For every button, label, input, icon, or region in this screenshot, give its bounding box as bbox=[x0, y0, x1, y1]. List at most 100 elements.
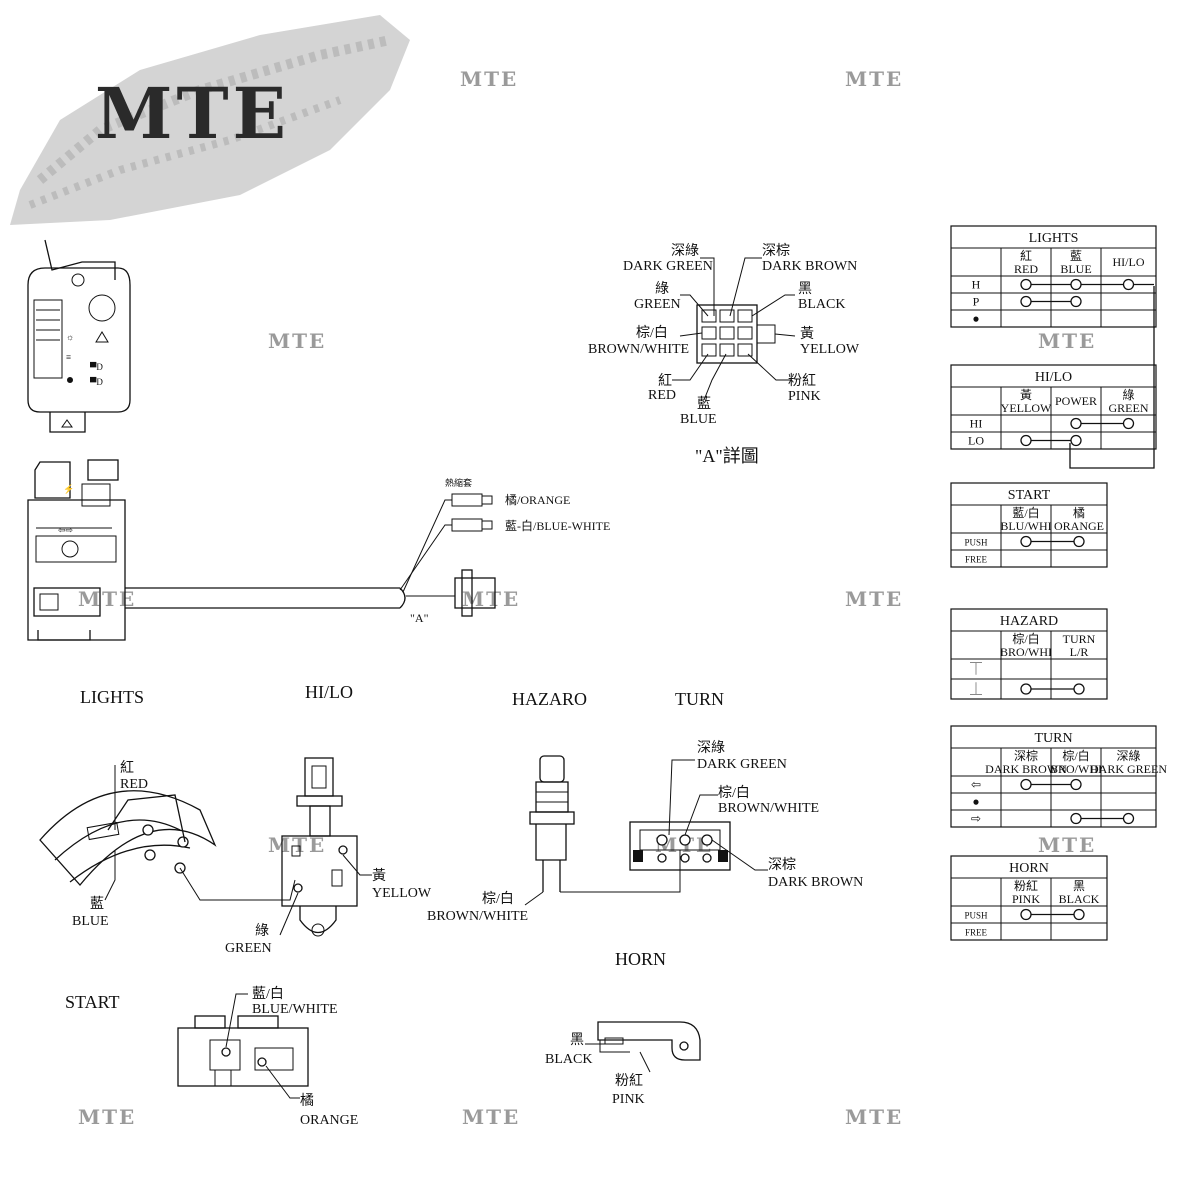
svg-text:≡: ≡ bbox=[66, 352, 71, 362]
table-row-label: ● bbox=[972, 312, 979, 326]
svg-text:☼: ☼ bbox=[66, 332, 74, 342]
horn-switch-part: 黑 BLACK 粉紅 PINK bbox=[545, 1021, 701, 1107]
table-col-header: PINK bbox=[1012, 892, 1040, 906]
hazard-switch-part: 棕/白 BROWN/WHITE bbox=[427, 755, 681, 924]
lights-red: RED bbox=[120, 777, 148, 792]
harness-blue-white-label: 藍-白/BLUE-WHITE bbox=[505, 518, 610, 533]
contact-dot bbox=[1020, 535, 1032, 548]
contact-dot bbox=[1122, 812, 1135, 825]
contact-dot bbox=[1070, 278, 1082, 291]
table-col-header: 藍/白 bbox=[1012, 505, 1039, 520]
turn-dg: DARK GREEN bbox=[697, 757, 787, 772]
table-row-label: LO bbox=[968, 434, 984, 448]
table-col-header: RED bbox=[1014, 262, 1038, 276]
watermark: MTE bbox=[268, 329, 326, 353]
contact-dot bbox=[1122, 278, 1135, 291]
a-red-cn: 紅 bbox=[658, 373, 672, 389]
table-col-header: 深綠 bbox=[1116, 749, 1140, 763]
lights-blue: BLUE bbox=[72, 914, 109, 929]
a-dark-green: DARK GREEN bbox=[623, 259, 713, 274]
contact-dot bbox=[1070, 812, 1082, 825]
svg-text:▀D: ▀D bbox=[90, 376, 103, 387]
table-col-header: L/R bbox=[1070, 645, 1089, 659]
table-col-header: DARK GREEN bbox=[1090, 762, 1167, 776]
table-row-label: ● bbox=[972, 795, 979, 809]
table-title: HORN bbox=[1009, 861, 1049, 876]
contact-dot bbox=[1020, 683, 1032, 695]
section-start-title: START bbox=[65, 992, 119, 1012]
table-row-label: ⇨ bbox=[971, 812, 981, 826]
table-col-header: 藍 bbox=[1070, 249, 1082, 263]
table-col-header: 黑 bbox=[1073, 879, 1085, 893]
a-dark-green-cn: 深綠 bbox=[671, 243, 699, 259]
logo-text: MTE bbox=[95, 72, 290, 155]
horn-pink-cn: 粉紅 bbox=[615, 1073, 643, 1089]
table-row-label: PUSH bbox=[964, 538, 988, 548]
contact-dot bbox=[1070, 778, 1082, 791]
a-brown-white: BROWN/WHITE bbox=[588, 342, 689, 357]
lights-switch-part: 紅 RED 藍 BLUE bbox=[39, 760, 296, 929]
table-col-header: 粉紅 bbox=[1014, 879, 1038, 893]
table-col-header: 黃 bbox=[1020, 388, 1032, 402]
table-col-header: YELLOW bbox=[1001, 401, 1052, 415]
table-col-header: BLUE bbox=[1060, 262, 1091, 276]
contact-dot bbox=[1020, 778, 1032, 791]
lights-red-cn: 紅 bbox=[120, 760, 134, 776]
contact-dot bbox=[1020, 295, 1032, 308]
table-col-header: 紅 bbox=[1020, 249, 1032, 263]
table-col-header: BLACK bbox=[1059, 892, 1100, 906]
horn-black-cn: 黑 bbox=[570, 1033, 584, 1048]
contact-dot bbox=[1070, 295, 1082, 308]
hazard-switch-icon: ⏊ bbox=[970, 681, 982, 696]
a-blue-cn: 藍 bbox=[697, 396, 711, 412]
horn-pink: PINK bbox=[612, 1092, 645, 1107]
a-yellow: YELLOW bbox=[800, 342, 860, 357]
hilo-green: GREEN bbox=[225, 941, 272, 956]
sleeve-label: 熱縮套 bbox=[445, 477, 472, 488]
table-row-label: PUSH bbox=[964, 911, 988, 921]
a-pink: PINK bbox=[788, 389, 821, 404]
watermarks: MTE MTE MTE MTE MTE MTE MTE MTE MTE MTE … bbox=[78, 67, 1096, 1129]
a-black-cn: 黑 bbox=[798, 282, 812, 297]
a-red: RED bbox=[648, 388, 676, 403]
watermark: MTE bbox=[845, 587, 903, 611]
a-green-cn: 綠 bbox=[655, 281, 669, 297]
a-detail-title: "A"詳圖 bbox=[695, 446, 759, 466]
contact-dot bbox=[1073, 535, 1085, 548]
turn-bw-cn: 棕/白 bbox=[718, 785, 750, 801]
a-dark-brown: DARK BROWN bbox=[762, 259, 857, 274]
hilo-yellow-cn: 黃 bbox=[372, 868, 386, 884]
table-col-header: BLU/WHI bbox=[1000, 519, 1051, 533]
table-col-header: 棕/白 bbox=[1062, 748, 1089, 763]
a-dark-brown-cn: 深棕 bbox=[762, 243, 790, 259]
contact-dot bbox=[1122, 417, 1135, 430]
a-pink-cn: 粉紅 bbox=[788, 373, 816, 389]
switch-housing-side: ⚡ ⇦⇨ 熱縮套 橘/ORANGE 藍-白/BLUE-WHITE "A" bbox=[27, 459, 610, 641]
harness-orange-label: 橘/ORANGE bbox=[505, 492, 570, 507]
table-col-header: TURN bbox=[1063, 632, 1096, 646]
turn-switch-part: 深綠 DARK GREEN 棕/白 BROWN/WHITE 深棕 DARK BR… bbox=[629, 740, 863, 890]
a-brown-white-cn: 棕/白 bbox=[636, 325, 668, 341]
start-bw-cn: 藍/白 bbox=[252, 986, 284, 1002]
table-col-header: 深棕 bbox=[1014, 748, 1038, 763]
watermark: MTE bbox=[460, 67, 518, 91]
turn-db-cn: 深棕 bbox=[768, 857, 796, 873]
watermark: MTE bbox=[845, 1105, 903, 1129]
start-or-cn: 橘 bbox=[300, 1093, 314, 1109]
watermark: MTE bbox=[268, 833, 326, 857]
hilo-yellow: YELLOW bbox=[372, 886, 432, 901]
watermark: MTE bbox=[462, 1105, 520, 1129]
table-row-label: ⇦ bbox=[971, 778, 981, 792]
watermark: MTE bbox=[1038, 329, 1096, 353]
a-green: GREEN bbox=[634, 297, 681, 312]
table-col-header: GREEN bbox=[1109, 401, 1149, 415]
section-lights-title: LIGHTS bbox=[80, 687, 144, 707]
table-title: HAZARD bbox=[1000, 614, 1058, 629]
svg-text:⚡: ⚡ bbox=[63, 483, 74, 495]
